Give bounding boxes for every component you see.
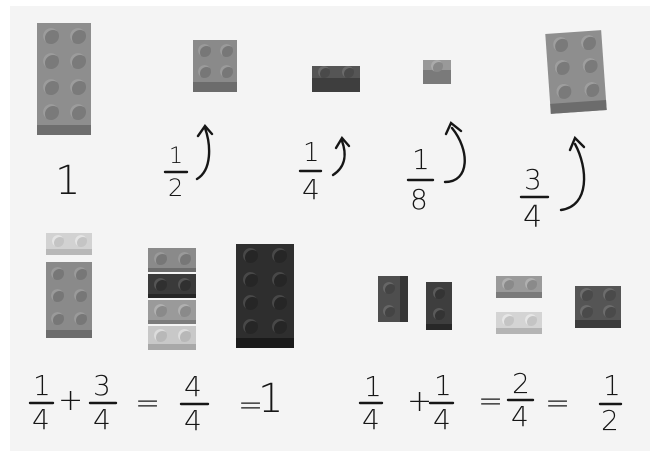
half-denominator: 2 (168, 176, 183, 200)
three-quarter-numerator: 3 (524, 166, 542, 194)
left-equals-1: = (135, 389, 160, 419)
eighth-denominator: 8 (410, 186, 428, 214)
quarter-denominator: 4 (302, 176, 320, 204)
left-term2-numerator: 3 (93, 372, 111, 400)
eighth-numerator: 1 (412, 146, 430, 174)
half-numerator: 1 (169, 146, 183, 168)
quarter-numerator: 1 (303, 140, 320, 166)
right-result-denominator: 4 (511, 403, 529, 431)
left-result-denominator: 4 (184, 407, 202, 435)
right-term2-denominator: 4 (433, 406, 451, 434)
quarter-arrow (333, 141, 345, 175)
left-term2-denominator: 4 (93, 406, 111, 434)
whole-label: 1 (55, 161, 80, 201)
right-term1-denominator: 4 (362, 406, 380, 434)
three-quarter-arrow (561, 144, 584, 210)
right-result-numerator: 2 (512, 370, 530, 398)
left-plus: + (58, 386, 83, 416)
eighth-arrow (445, 128, 465, 182)
right-simplified-denominator: 2 (601, 407, 619, 435)
right-simplified-numerator: 1 (603, 372, 621, 400)
right-equals-2: = (545, 389, 570, 419)
left-term1-numerator: 1 (33, 372, 51, 400)
right-equals-1: = (478, 387, 503, 417)
three-quarter-denominator: 4 (523, 203, 542, 233)
right-term1-numerator: 1 (364, 373, 382, 401)
right-plus: + (407, 387, 432, 417)
left-term1-denominator: 4 (32, 406, 50, 434)
left-whole: 1 (258, 379, 283, 419)
right-term2-numerator: 1 (434, 372, 452, 400)
left-result-numerator: 4 (184, 373, 202, 401)
